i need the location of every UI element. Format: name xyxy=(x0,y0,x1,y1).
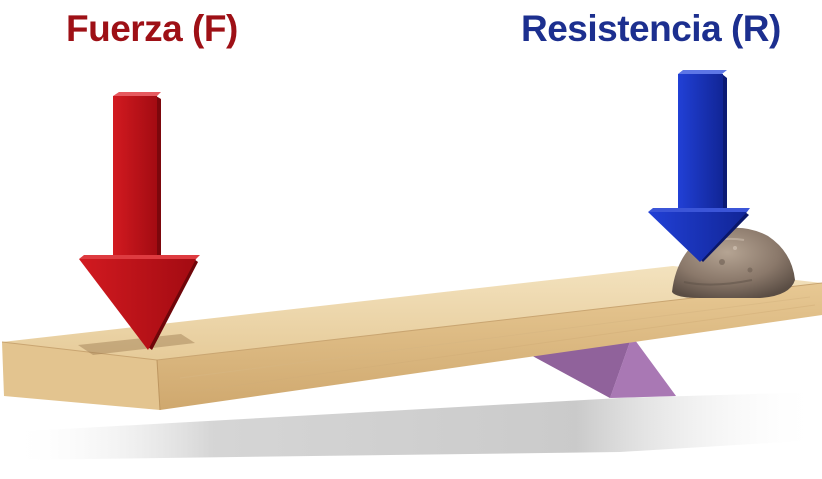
lever-plank xyxy=(1,266,822,411)
force-label: Fuerza (F) xyxy=(66,8,238,49)
resistance-arrow-icon xyxy=(648,70,750,262)
resistance-label: Resistencia (R) xyxy=(521,8,781,49)
ground-shadow xyxy=(10,392,820,460)
force-arrow-icon xyxy=(79,92,200,350)
